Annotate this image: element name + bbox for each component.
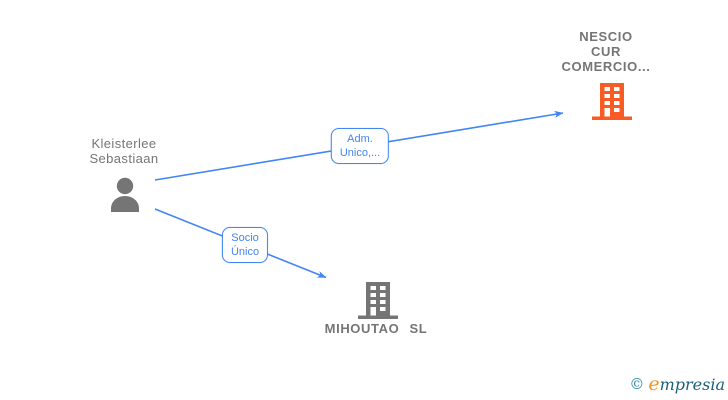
edge-adm-line2: Unico,... (339, 147, 381, 159)
empresia-watermark-logo[interactable]: © empresia (629, 373, 725, 395)
brand-initial: e (648, 373, 660, 395)
company-nescio-line1: NESCIO (579, 29, 633, 44)
edge-label-socio-unico[interactable]: Socio Único (221, 227, 269, 263)
node-label-company-mihoutao[interactable]: MIHOUTAO SL (306, 321, 446, 336)
brand-name: empresia (648, 373, 725, 395)
node-label-company-nescio[interactable]: NESCIO CUR COMERCIO... (536, 29, 676, 74)
edge-socio-line1: Socio (231, 232, 259, 244)
node-label-person[interactable]: Kleisterlee Sebastiaan (54, 136, 194, 166)
company-nescio-line3: COMERCIO... (561, 59, 651, 74)
edge-label-adm-unico[interactable]: Adm. Unico,... (330, 128, 390, 164)
company-mihoutao-name: MIHOUTAO SL (324, 321, 428, 336)
edge-adm-line1: Adm. (347, 133, 373, 145)
person-name-line2: Sebastiaan (89, 151, 159, 166)
edge-socio-line2: Único (230, 246, 260, 258)
person-name-line1: Kleisterlee (91, 136, 157, 151)
building-icon-nescio[interactable] (591, 83, 633, 125)
building-icon-mihoutao[interactable] (357, 282, 399, 324)
person-icon[interactable] (107, 177, 143, 219)
company-nescio-line2: CUR (591, 44, 621, 59)
brand-rest: mpresia (659, 375, 725, 394)
copyright-icon: © (629, 375, 645, 393)
